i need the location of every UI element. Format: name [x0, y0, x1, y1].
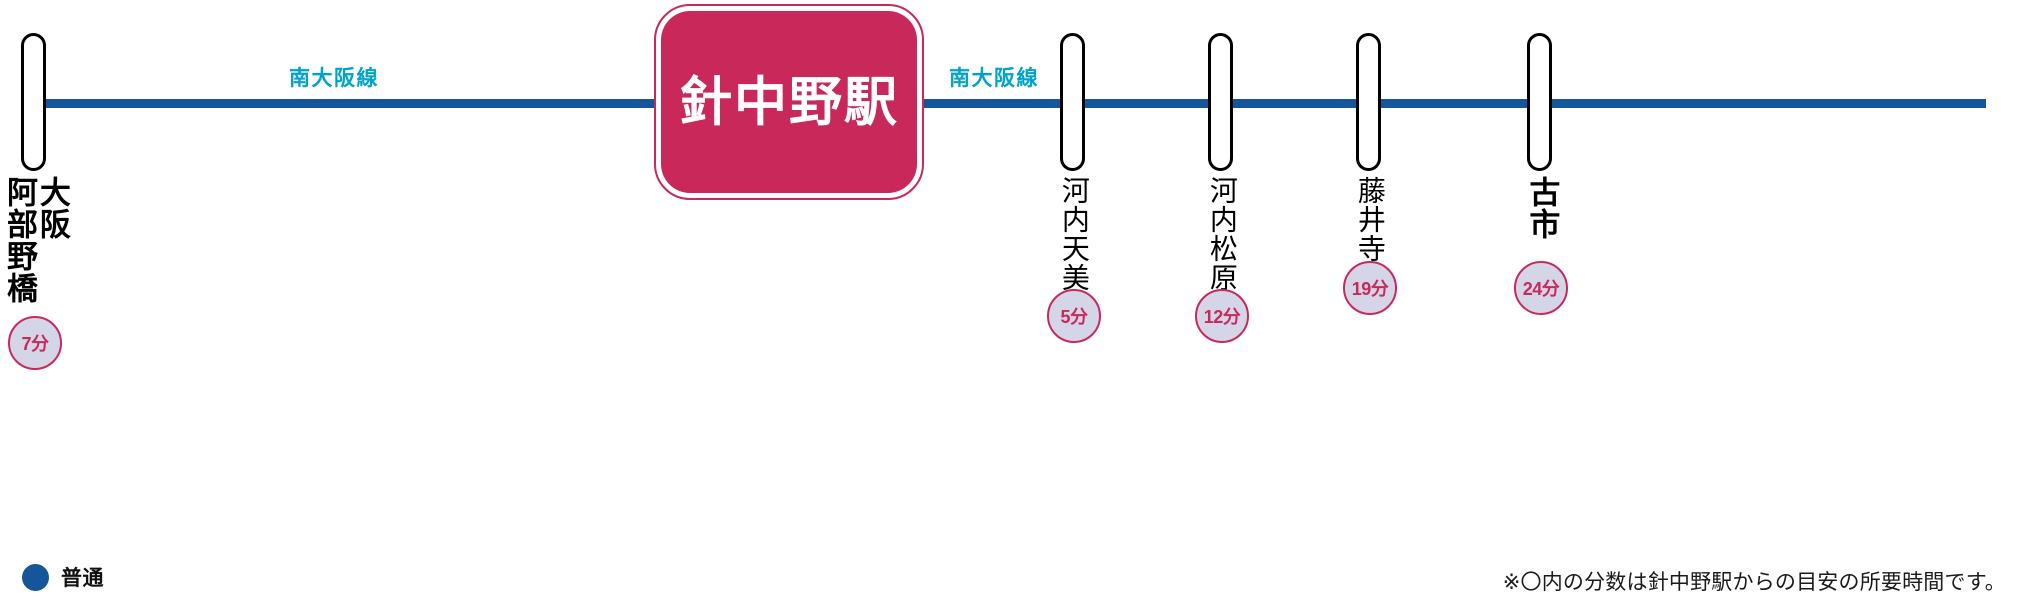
station-kawachi-matsubara[interactable]: 河内松原 12分: [1162, 0, 1282, 520]
footnote-text: ※〇内の分数は針中野駅からの目安の所要時間です。: [1502, 571, 2006, 594]
station-fujiidera[interactable]: 藤井寺 19分: [1310, 0, 1430, 520]
legend-local-train-dot-icon: [22, 563, 49, 591]
station-name-col: 河内天美: [1058, 176, 1090, 292]
station-kawachi-amami[interactable]: 河内天美 5分: [1014, 0, 1134, 520]
station-name-col: 古市: [1524, 176, 1560, 240]
station-name: 大阪 阿部野橋: [2, 176, 70, 304]
station-name-col: 河内松原: [1206, 176, 1238, 292]
station-furuichi[interactable]: 古市 24分: [1481, 0, 1601, 520]
station-marker-icon: [1527, 33, 1552, 171]
rail-segment-left: [34, 99, 674, 108]
station-marker-icon: [1208, 33, 1233, 171]
travel-time-badge: 7分: [8, 316, 62, 370]
station-marker-icon: [1060, 33, 1085, 171]
legend-local-train-label: 普通: [61, 567, 104, 590]
station-marker-icon: [1356, 33, 1381, 171]
station-name: 古市: [1524, 176, 1560, 240]
current-station-highlight[interactable]: 針中野駅: [654, 4, 924, 200]
station-name-col: 阿部野橋: [2, 176, 37, 304]
station-name: 河内天美: [1058, 176, 1090, 292]
rail-segment-right: [904, 99, 1986, 108]
line-label-nankai-osaka-left: 南大阪線: [289, 67, 379, 90]
station-name-col: 大阪: [34, 176, 70, 240]
station-marker-icon: [21, 33, 46, 171]
travel-time-badge: 19分: [1343, 261, 1397, 315]
station-name: 河内松原: [1206, 176, 1238, 292]
line-label-nankai-osaka-right: 南大阪線: [949, 67, 1039, 90]
legend: 普通: [22, 562, 104, 592]
current-station-plate: 針中野駅: [661, 11, 917, 193]
current-station-label: 針中野駅: [679, 72, 899, 132]
travel-time-badge: 12分: [1195, 289, 1249, 343]
station-osaka-abenobashi[interactable]: 大阪 阿部野橋 7分: [0, 0, 95, 520]
travel-time-badge: 5分: [1047, 289, 1101, 343]
station-name-col: 藤井寺: [1354, 176, 1386, 263]
station-name: 藤井寺: [1354, 176, 1386, 263]
travel-time-badge: 24分: [1514, 261, 1568, 315]
